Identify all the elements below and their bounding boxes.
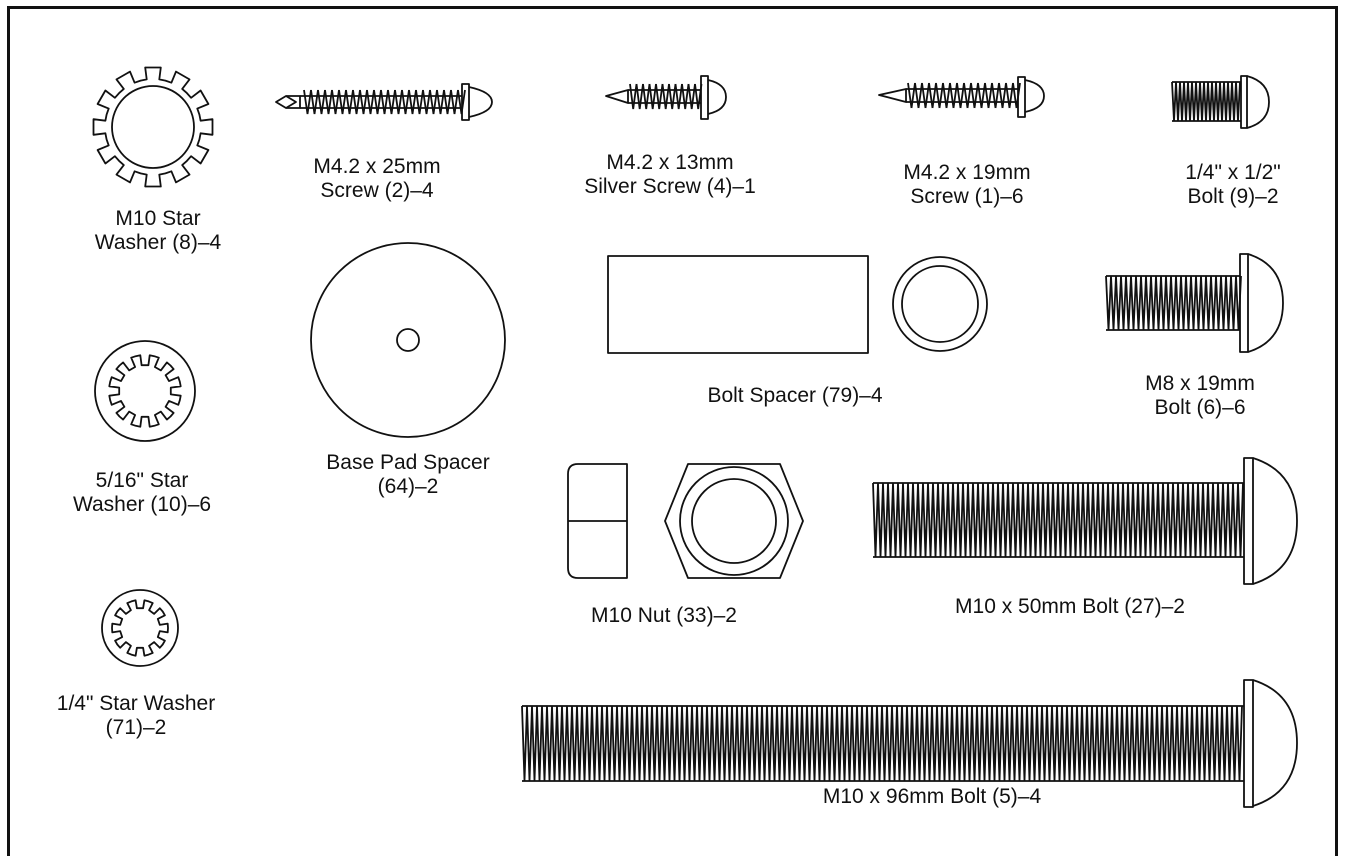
bolt-spacer-icon	[607, 255, 988, 354]
m10-50mm-bolt-icon	[872, 457, 1298, 585]
label-m10-96mm-bolt: M10 x 96mm Bolt (5)–4	[822, 785, 1042, 808]
base-pad-spacer-icon	[310, 242, 506, 438]
quarter-inch-bolt-icon	[1171, 75, 1270, 129]
label-quarter-inch-star-washer: 1/4" Star Washer (71)–2	[56, 692, 216, 739]
m4-13mm-silver-screw-icon	[605, 75, 727, 120]
label-m4-19mm-screw: M4.2 x 19mm Screw (1)–6	[903, 161, 1031, 208]
m4-25mm-screw-icon	[275, 83, 493, 121]
m8-19mm-bolt-icon	[1105, 253, 1284, 353]
m10-96mm-bolt-icon	[521, 679, 1298, 808]
quarter-inch-star-washer-icon	[101, 589, 179, 667]
label-base-pad-spacer: Base Pad Spacer (64)–2	[326, 451, 490, 498]
label-m10-star-washer: M10 Star Washer (8)–4	[94, 207, 222, 254]
label-m10-50mm-bolt: M10 x 50mm Bolt (27)–2	[955, 595, 1185, 618]
label-m8-19mm-bolt: M8 x 19mm Bolt (6)–6	[1145, 372, 1255, 419]
five-sixteenths-star-washer-icon	[94, 340, 196, 442]
label-quarter-inch-bolt: 1/4" x 1/2" Bolt (9)–2	[1185, 161, 1281, 208]
label-five-sixteenths-star-washer: 5/16" Star Washer (10)–6	[72, 469, 212, 516]
m4-19mm-screw-icon	[878, 76, 1045, 118]
m10-star-washer-icon	[92, 66, 214, 188]
m10-nut-icon	[567, 463, 804, 579]
label-m4-13mm-screw: M4.2 x 13mm Silver Screw (4)–1	[584, 151, 756, 198]
label-m4-25mm-screw: M4.2 x 25mm Screw (2)–4	[313, 155, 441, 202]
label-m10-nut: M10 Nut (33)–2	[591, 604, 737, 627]
chart-border	[7, 6, 1338, 856]
label-bolt-spacer: Bolt Spacer (79)–4	[707, 384, 883, 407]
